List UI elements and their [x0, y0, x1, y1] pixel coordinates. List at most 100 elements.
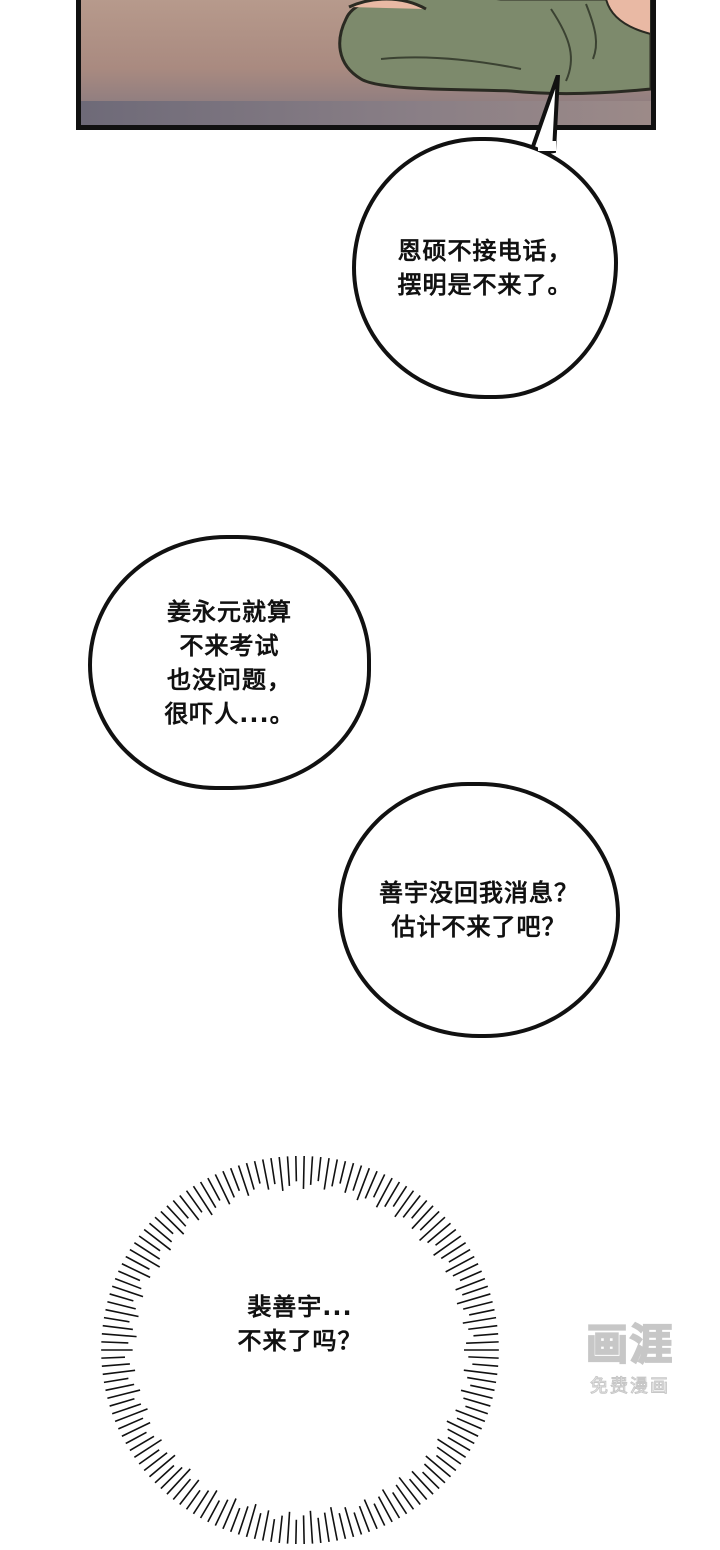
- burst-ray: [143, 1228, 172, 1251]
- burst-ray: [192, 1185, 213, 1216]
- burst-ray: [456, 1417, 482, 1430]
- burst-ray: [154, 1464, 175, 1484]
- burst-ray: [437, 1438, 467, 1459]
- speech-bubble-2: 姜永元就算 不来考试 也没问题， 很吓人...。: [88, 535, 371, 790]
- watermark-logo: 画涯: [585, 1319, 674, 1370]
- burst-ray: [286, 1156, 291, 1187]
- burst-ray: [462, 1285, 489, 1296]
- burst-ray: [199, 1490, 218, 1519]
- bubble-2-line-3: 也没问题，: [167, 665, 292, 694]
- burst-ray: [460, 1389, 493, 1400]
- burst-ray: [154, 1216, 174, 1235]
- burst-ray: [466, 1341, 499, 1345]
- burst-ray: [133, 1241, 161, 1260]
- burst-ray: [455, 1277, 486, 1291]
- burst-ray: [384, 1181, 401, 1208]
- burst-ray: [102, 1324, 133, 1331]
- burst-ray: [302, 1515, 305, 1544]
- burst-ray: [207, 1177, 221, 1201]
- burst-ray: [392, 1185, 408, 1208]
- burst-ray: [111, 1285, 144, 1298]
- burst-ray: [419, 1210, 440, 1231]
- burst-ray: [278, 1156, 284, 1191]
- burst-ray: [317, 1517, 322, 1544]
- burst-ray: [286, 1511, 291, 1544]
- burst-ray: [166, 1205, 187, 1227]
- burst-ray: [133, 1439, 162, 1459]
- burst-ray: [446, 1420, 479, 1437]
- burst-ray: [372, 1174, 386, 1198]
- burst-ray: [172, 1478, 192, 1500]
- burst-ray: [270, 1518, 276, 1543]
- bubble-2-line-2: 不来考试: [179, 631, 280, 660]
- burst-ray: [185, 1190, 203, 1213]
- burst-ray: [331, 1159, 339, 1187]
- burst-ray: [105, 1308, 139, 1318]
- burst-ray: [101, 1363, 130, 1368]
- burst-ray: [199, 1181, 217, 1209]
- burst-ray: [338, 1513, 347, 1540]
- burst-ray: [101, 1356, 126, 1359]
- burst-ray: [101, 1341, 129, 1344]
- burst-ray: [465, 1405, 489, 1415]
- burst-ray: [160, 1466, 183, 1490]
- burst-ray: [381, 1489, 401, 1519]
- tail-joint-cover: [538, 141, 556, 151]
- burst-ray: [411, 1470, 434, 1495]
- burst-ray: [237, 1506, 249, 1535]
- burst-ray: [192, 1490, 210, 1515]
- bubble-2-line-4: 很吓人...。: [164, 699, 295, 728]
- burst-ray: [111, 1403, 142, 1415]
- burst-ray: [472, 1363, 499, 1368]
- burst-ray: [423, 1463, 446, 1484]
- burst-ray: [160, 1210, 185, 1235]
- burst-ray: [402, 1194, 421, 1218]
- burst-ray: [339, 1160, 347, 1184]
- burst-ray: [356, 1167, 371, 1201]
- burst-ray: [237, 1165, 250, 1197]
- burst-ray: [129, 1248, 161, 1268]
- bubble-1-line-2: 摆明是不来了。: [397, 271, 573, 299]
- burst-ray: [456, 1293, 491, 1305]
- burst-ray: [109, 1398, 135, 1407]
- burst-ray: [138, 1235, 161, 1252]
- burst-ray: [468, 1356, 499, 1359]
- burst-ray: [179, 1194, 200, 1221]
- bubble-3-line-2: 估计不来了吧？: [391, 913, 567, 941]
- burst-ray: [433, 1235, 462, 1256]
- burst-ray: [373, 1503, 386, 1526]
- bubble-1-line-1: 恩硕不接电话，: [397, 237, 573, 265]
- speech-bubble-3: 善宇没回我消息？ 估计不来了吧？: [338, 782, 620, 1038]
- burst-ray: [295, 1519, 298, 1544]
- burst-ray: [468, 1324, 498, 1331]
- burst-ray: [419, 1216, 446, 1242]
- burst-ray: [411, 1200, 428, 1219]
- burst-ray: [101, 1332, 137, 1338]
- burst-ray: [364, 1170, 378, 1199]
- burst-ray: [179, 1479, 200, 1506]
- burst-ray: [448, 1248, 471, 1263]
- burst-ray: [309, 1510, 314, 1544]
- burst-ray: [408, 1478, 428, 1500]
- watermark-subtitle: 免费漫画: [590, 1376, 670, 1398]
- burst-ray: [121, 1421, 151, 1437]
- burst-ray: [459, 1270, 482, 1282]
- burst-ray: [229, 1167, 241, 1192]
- burst-ray: [462, 1316, 497, 1324]
- burst-ray: [462, 1300, 493, 1310]
- burst-ray: [121, 1263, 151, 1279]
- burst-ray: [103, 1377, 129, 1384]
- bubble-3-line-1: 善宇没回我消息？: [379, 879, 579, 907]
- burst-ray: [261, 1159, 270, 1190]
- speech-bubble-1: 恩硕不接电话， 摆明是不来了。: [352, 137, 618, 399]
- burst-ray: [172, 1200, 189, 1219]
- burst-ray: [222, 1170, 236, 1198]
- burst-ray: [469, 1308, 495, 1316]
- burst-ray: [411, 1205, 434, 1230]
- burst-ray: [317, 1156, 322, 1182]
- burst-ray: [455, 1409, 486, 1423]
- burst-ray: [323, 1512, 330, 1543]
- burst-ray: [344, 1162, 355, 1193]
- burst-ray: [109, 1293, 134, 1302]
- burst-ray: [253, 1513, 262, 1540]
